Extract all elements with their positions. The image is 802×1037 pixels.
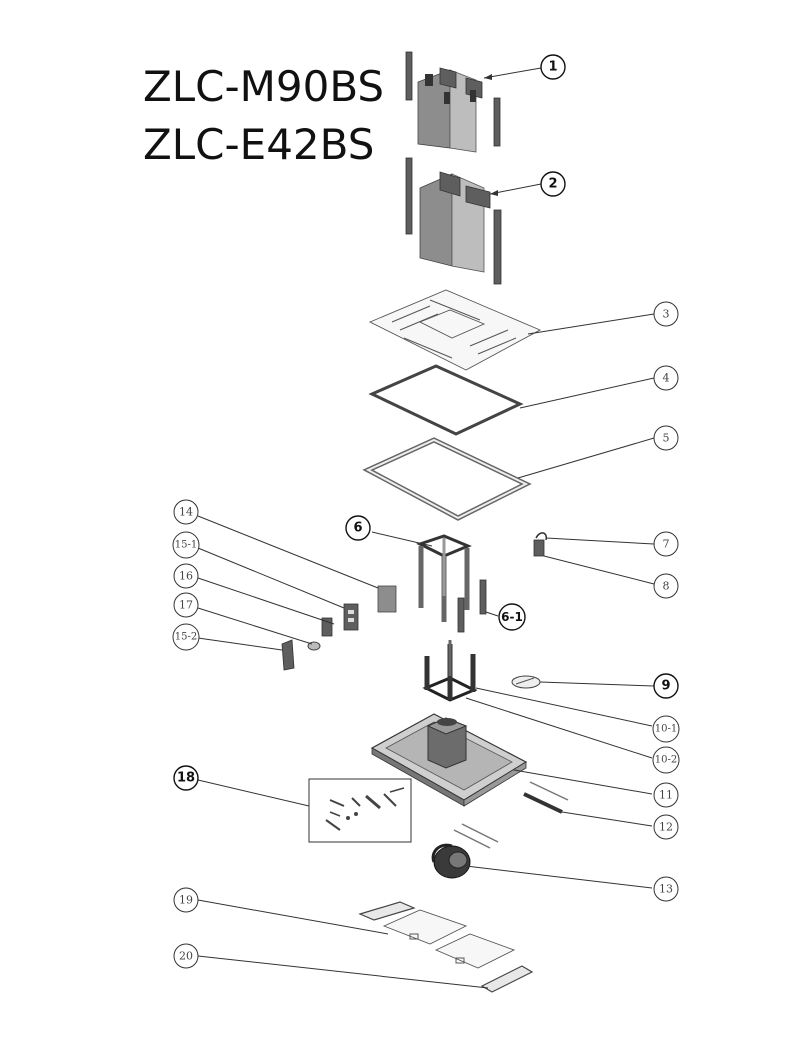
part-3-ceiling-plate [368, 289, 542, 371]
callout-15-2: 15-2 [172, 623, 200, 651]
part-9-lamp [511, 675, 541, 689]
callout-6: 6 [345, 515, 371, 541]
part-6-support-frame [416, 534, 472, 622]
callout-label: 7 [663, 538, 670, 551]
callout-label: 6-1 [501, 610, 523, 624]
callout-14: 14 [173, 499, 199, 525]
callout-label: 18 [177, 771, 195, 786]
part-5-mounting-frame [362, 437, 532, 521]
callout-label: 6 [353, 521, 362, 536]
callout-12: 12 [653, 814, 679, 840]
callout-label: 9 [661, 679, 670, 694]
part-14-control-board [377, 585, 397, 613]
callout-label: 12 [659, 821, 673, 834]
callout-label: 2 [548, 177, 557, 192]
callout-label: 15-2 [175, 632, 197, 643]
part-11-hood-body [370, 713, 528, 807]
model-title-line-2: ZLC-E42BS [143, 120, 375, 169]
callout-10-2: 10-2 [652, 746, 680, 774]
part-20-strip [480, 965, 534, 993]
leader-lines [197, 67, 655, 989]
callout-label: 14 [179, 506, 193, 519]
callout-label: 15-1 [175, 540, 197, 551]
callout-label: 17 [179, 599, 193, 612]
part-15-2-panel [281, 639, 295, 671]
part-12-bars [453, 781, 569, 849]
part-6-1-brackets [457, 579, 487, 633]
callout-16: 16 [173, 563, 199, 589]
part-7-8-terminal [533, 532, 548, 557]
callout-7: 7 [653, 531, 679, 557]
callout-label: 4 [663, 372, 670, 385]
callout-11: 11 [653, 782, 679, 808]
callout-label: 16 [179, 570, 193, 583]
model-title-line-1: ZLC-M90BS [143, 62, 385, 111]
callout-5: 5 [653, 425, 679, 451]
callout-label: 20 [179, 950, 193, 963]
callout-label: 8 [663, 580, 670, 593]
callout-label: 19 [179, 894, 193, 907]
part-4-gasket-frame [368, 364, 524, 436]
part-10-blower-frame [422, 640, 478, 702]
callout-8: 8 [653, 573, 679, 599]
callout-label: 13 [659, 883, 673, 896]
part-19-filters [358, 901, 516, 969]
callout-label: 10-1 [655, 724, 677, 735]
callout-label: 10-2 [655, 755, 677, 766]
part-15-1-16-switch [321, 603, 359, 637]
part-1-upper-chimney [405, 51, 501, 153]
callout-3: 3 [653, 301, 679, 327]
callout-label: 1 [548, 60, 557, 75]
callout-6-1: 6-1 [498, 603, 526, 631]
callout-18: 18 [173, 765, 199, 791]
callout-20: 20 [173, 943, 199, 969]
callout-2: 2 [540, 171, 566, 197]
callout-4: 4 [653, 365, 679, 391]
callout-9: 9 [653, 673, 679, 699]
callout-1: 1 [540, 54, 566, 80]
callout-label: 5 [663, 432, 670, 445]
part-2-lower-chimney [405, 157, 502, 285]
part-13-blower-motor [431, 843, 471, 879]
callout-17: 17 [173, 592, 199, 618]
callout-label: 11 [659, 789, 673, 802]
callout-10-1: 10-1 [652, 715, 680, 743]
part-18-hardware-kit [308, 778, 412, 843]
callout-15-1: 15-1 [172, 531, 200, 559]
callout-13: 13 [653, 876, 679, 902]
callout-label: 3 [663, 308, 670, 321]
callout-19: 19 [173, 887, 199, 913]
